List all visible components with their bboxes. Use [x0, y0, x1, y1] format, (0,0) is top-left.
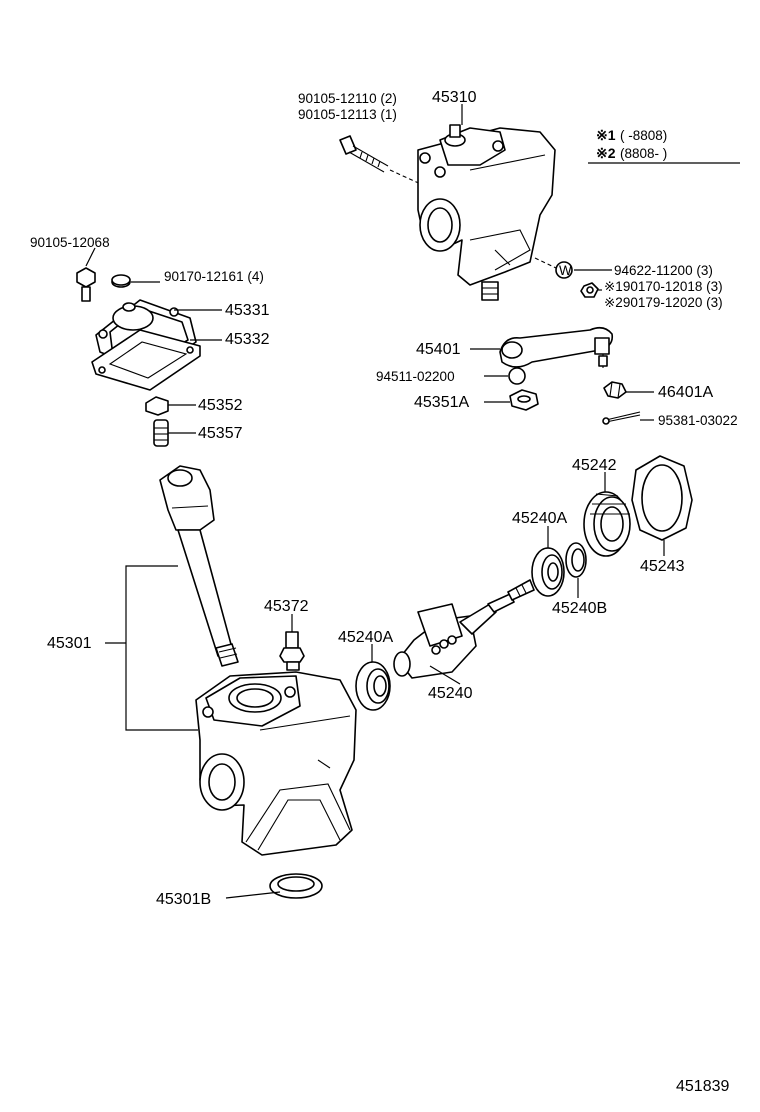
label-bearing-b: 45240B — [552, 600, 607, 617]
plug-illustration — [583, 491, 631, 557]
adjust-screw-illustration — [153, 419, 169, 447]
label-bolt-a: 90105-12110 (2) — [298, 91, 397, 106]
cotter-pin-illustration — [602, 411, 641, 425]
note2-mark: ※2 — [596, 145, 616, 161]
lock-nut-illustration — [631, 455, 693, 541]
figure-number: 451839 — [676, 1078, 729, 1095]
bearing-b-illustration — [565, 542, 587, 578]
label-plug: 45242 — [572, 457, 617, 474]
bearing-a-illustration — [531, 547, 565, 597]
label-bolt-c: 90105-12068 — [30, 235, 110, 250]
housing-illustration — [195, 671, 357, 856]
pitman-arm-illustration — [499, 326, 614, 368]
valve-illustration — [279, 631, 305, 671]
label-bearing-c: 45240A — [338, 629, 393, 646]
variant-note: ※1 ( -8808) ※2 (8808- ) — [588, 127, 740, 164]
label-nut-b: ※190170-12018 (3) — [604, 279, 723, 294]
labels: 90105-12110 (2) 90105-12113 (1) 45310 90… — [30, 89, 738, 1095]
label-castle-nut: 46401A — [658, 384, 713, 401]
label-oil-seal: 45301B — [156, 891, 211, 908]
castle-nut-illustration — [603, 381, 627, 399]
label-cotter-pin: 95381-03022 — [658, 413, 738, 428]
label-washer-b: 94511-02200 — [376, 369, 455, 384]
bearing-c-illustration — [355, 661, 391, 711]
cover-illustration — [91, 299, 201, 391]
nut-d-illustration — [509, 389, 539, 411]
note2-range: (8808- ) — [620, 146, 667, 161]
label-bearing-a: 45240A — [512, 510, 567, 527]
washer-illustration: W — [555, 261, 599, 298]
adjust-nut-illustration — [145, 396, 169, 416]
label-housing: 45301 — [47, 635, 92, 652]
gear-assembly-illustration — [339, 124, 557, 301]
label-gasket: 45332 — [225, 331, 270, 348]
label-cover: 45331 — [225, 302, 270, 319]
label-lock-nut: 45243 — [640, 558, 685, 575]
label-nut-a: 90170-12161 (4) — [164, 269, 264, 284]
label-worm-shaft: 45240 — [428, 685, 473, 702]
svg-text:W: W — [559, 263, 572, 278]
label-pitman-arm: 45401 — [416, 341, 461, 358]
worm-shaft-illustration — [393, 579, 535, 679]
leader-lines — [85, 104, 665, 899]
oil-seal-illustration — [269, 873, 323, 899]
label-adjust-screw: 45357 — [198, 425, 243, 442]
note1-range: ( -8808) — [620, 128, 667, 143]
nut-a-illustration — [111, 274, 131, 288]
note1-mark: ※1 — [596, 127, 616, 143]
label-nut-c: ※290179-12020 (3) — [604, 295, 723, 310]
label-gear-assembly: 45310 — [432, 89, 477, 106]
sector-shaft-illustration — [159, 465, 239, 667]
label-valve: 45372 — [264, 598, 309, 615]
label-nut-d: 45351A — [414, 394, 469, 411]
housing-bracket — [105, 565, 198, 731]
bolt-c-illustration — [76, 267, 96, 302]
label-bolt-b: 90105-12113 (1) — [298, 107, 397, 122]
label-washer-a: 94622-11200 (3) — [614, 263, 713, 278]
label-adjust-nut: 45352 — [198, 397, 243, 414]
bolt-illustration — [339, 135, 426, 187]
washer-b-illustration — [508, 367, 526, 385]
